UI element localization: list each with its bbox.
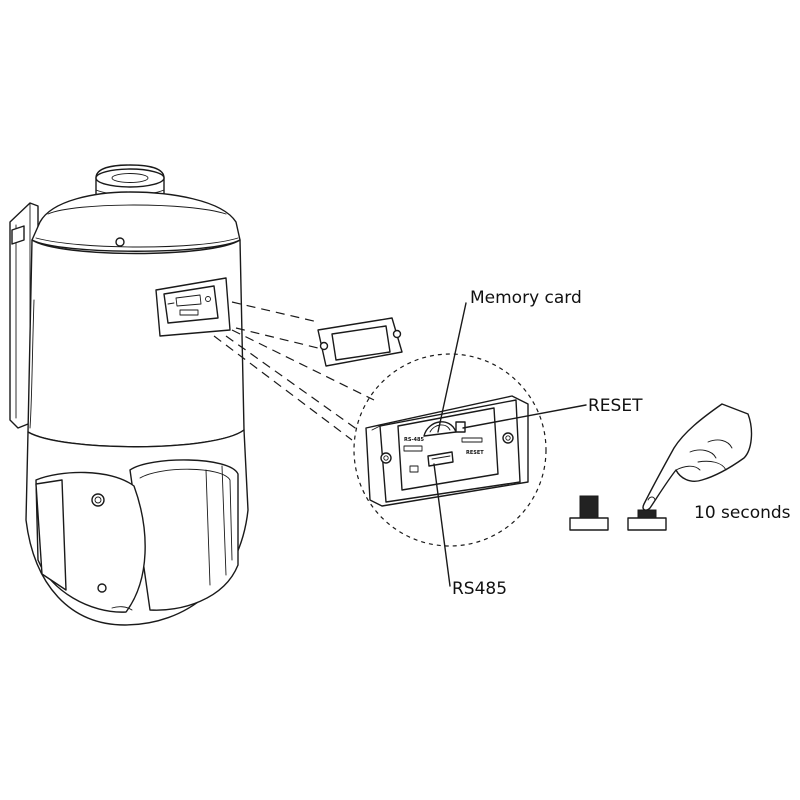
label-reset: RESET bbox=[588, 396, 643, 416]
rs485-connector-icon bbox=[427, 451, 454, 467]
pan-housing bbox=[25, 429, 249, 626]
hand-icon bbox=[642, 403, 753, 511]
top-cap bbox=[31, 191, 241, 252]
label-duration: 10 seconds bbox=[694, 503, 791, 523]
projection-lines bbox=[213, 301, 375, 441]
ptz-camera bbox=[9, 164, 249, 626]
leader-memory-card bbox=[437, 302, 467, 433]
button-pressed bbox=[627, 509, 667, 531]
panel-marking-reset: RESET bbox=[466, 450, 484, 456]
reset-button-icon bbox=[455, 421, 466, 433]
button-released bbox=[569, 495, 609, 531]
panel-marking-rs485: RS-485 bbox=[404, 437, 424, 443]
upper-body bbox=[27, 239, 245, 448]
leader-lines bbox=[433, 302, 587, 587]
leader-rs485 bbox=[433, 463, 451, 587]
cover-plate bbox=[317, 317, 403, 367]
screw-icon bbox=[502, 432, 514, 444]
screw-icon bbox=[319, 341, 329, 351]
screw-icon bbox=[392, 329, 402, 339]
zoom-callout: RS-485 RESET bbox=[353, 353, 547, 547]
camera-port-panel bbox=[155, 277, 231, 337]
leader-reset bbox=[462, 404, 587, 429]
label-memory-card: Memory card bbox=[470, 288, 582, 308]
label-rs485: RS485 bbox=[452, 579, 507, 599]
screw-icon bbox=[380, 452, 392, 464]
